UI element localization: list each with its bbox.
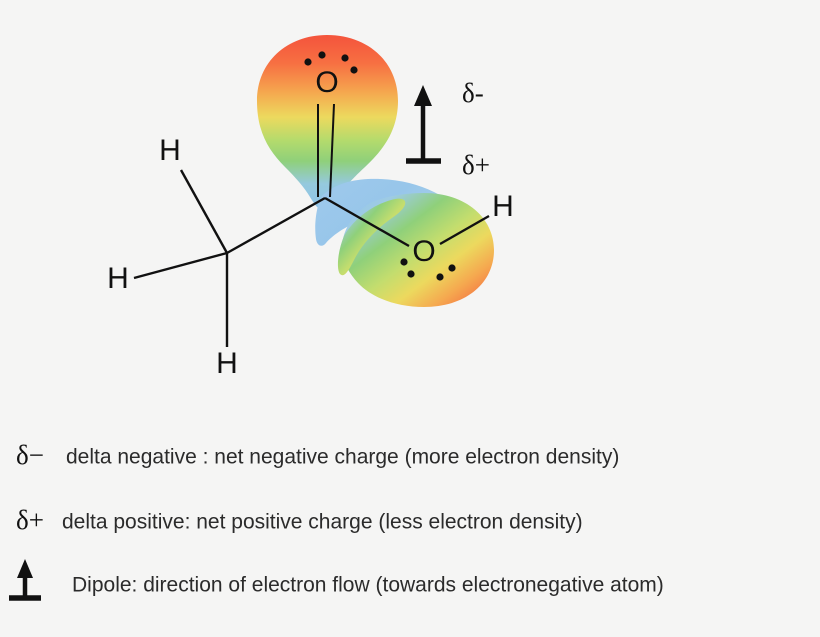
atom-label-h-methyl-left: H bbox=[107, 262, 129, 295]
carbonyl-density-cloud bbox=[257, 35, 398, 210]
bond-carbonyl-c-to-hydroxyl-o bbox=[324, 196, 410, 248]
atom-label-o-carbonyl: O bbox=[315, 66, 338, 99]
molecule-bonds bbox=[133, 103, 490, 347]
legend-item-dipole: Dipole: direction of electron flow (towa… bbox=[9, 559, 664, 601]
delta-positive-symbol: δ+ bbox=[16, 505, 44, 535]
atom-label-h-hydroxyl: H bbox=[492, 190, 514, 223]
bond-carbonyl-double-right bbox=[329, 103, 335, 198]
legend-item-delta-positive-text: delta positive: net positive charge (les… bbox=[62, 511, 583, 534]
bond-methyl-c-to-carbonyl-c bbox=[226, 196, 326, 255]
bond-hydroxyl-o-to-h bbox=[439, 214, 490, 246]
dipole-arrow-icon bbox=[9, 559, 41, 601]
hydroxyl-cloud-taper bbox=[337, 198, 406, 276]
lone-pair-dots bbox=[304, 51, 456, 281]
delta-positive-label: δ+ bbox=[462, 150, 490, 180]
delta-negative-label: δ- bbox=[462, 78, 484, 108]
legend-arrow-head bbox=[17, 559, 33, 578]
bond-methyl-c-to-h-left bbox=[133, 251, 228, 280]
atom-label-o-hydroxyl: O bbox=[412, 235, 435, 268]
atom-labels: H H H O O H bbox=[107, 66, 514, 380]
legend-item-delta-negative: δ− delta negative : net negative charge … bbox=[16, 440, 619, 470]
electron-density-clouds bbox=[257, 35, 494, 307]
lone-pair-dot-carbonyl-2 bbox=[318, 51, 326, 59]
lone-pair-dot-carbonyl-1 bbox=[304, 58, 312, 66]
legend-item-delta-positive: δ+ delta positive: net positive charge (… bbox=[16, 505, 583, 535]
legend-item-delta-negative-text: delta negative : net negative charge (mo… bbox=[66, 446, 619, 469]
lone-pair-dot-hydroxyl-4 bbox=[448, 264, 456, 272]
lone-pair-dot-carbonyl-4 bbox=[350, 66, 358, 74]
lone-pair-dot-hydroxyl-2 bbox=[407, 270, 415, 278]
lone-pair-dot-carbonyl-3 bbox=[341, 54, 349, 62]
delta-negative-symbol: δ− bbox=[16, 440, 44, 470]
bond-methyl-c-to-h-top bbox=[179, 169, 229, 254]
lone-pair-dot-hydroxyl-3 bbox=[436, 273, 444, 281]
dipole-arrow-group: δ- δ+ bbox=[406, 78, 490, 180]
atom-label-h-methyl-bottom: H bbox=[216, 347, 238, 380]
dipole-arrow-head bbox=[414, 85, 432, 106]
atom-label-h-methyl-top: H bbox=[159, 134, 181, 167]
legend-item-dipole-text: Dipole: direction of electron flow (towa… bbox=[72, 574, 664, 597]
lone-pair-dot-hydroxyl-1 bbox=[400, 258, 408, 266]
legend: δ− delta negative : net negative charge … bbox=[9, 440, 664, 601]
